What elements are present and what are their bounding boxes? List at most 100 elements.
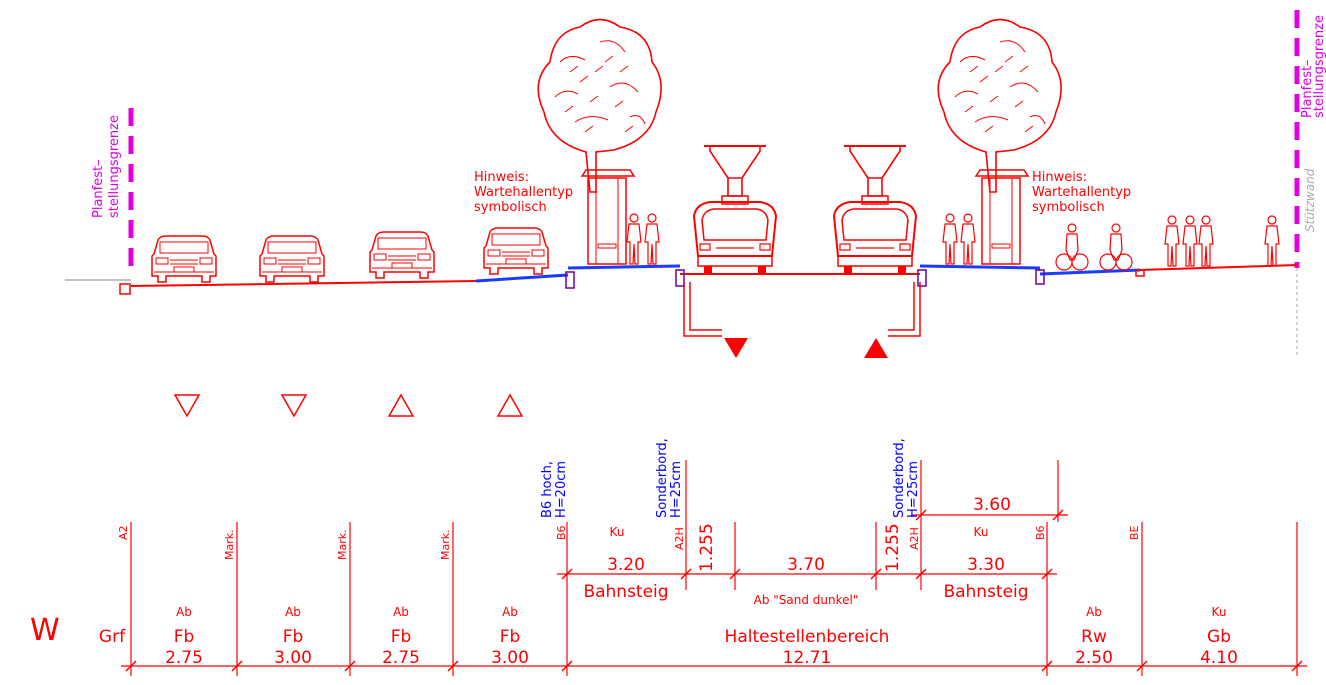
lane-direction-1 (173, 394, 201, 418)
segment-1-width: 2.75 (165, 648, 203, 668)
person-3 (942, 213, 958, 265)
person-7 (1198, 215, 1214, 267)
planfest-label-left-1: Planfest– (91, 159, 106, 218)
hinweis-left-3: symbolisch (474, 200, 547, 215)
b6-hoch-label-1: B6 hoch, (540, 461, 555, 518)
sonderbord-right-2: H=25cm (906, 461, 921, 518)
bahnsteig-left-material: Ku (610, 525, 625, 539)
cyclist-1 (1055, 223, 1089, 271)
segment-2-width: 3.00 (274, 648, 312, 668)
tram-left (693, 145, 777, 275)
hinweis-left-2: Wartehallentyp (474, 185, 573, 200)
dimension-360: 3.60 (973, 495, 1011, 515)
dimension-boundaries (130, 460, 1298, 676)
segment-3-width: 2.75 (382, 648, 420, 668)
marker-be: BE (1128, 525, 1141, 540)
marker-mark-1: Mark. (223, 529, 236, 560)
tram-right (833, 145, 917, 275)
segment-6-width: 2.50 (1075, 648, 1113, 668)
hinweis-right-1: Hinweis: (1032, 170, 1087, 185)
curb-left-width: 1.255 (697, 523, 717, 572)
hinweis-left-1: Hinweis: (474, 170, 529, 185)
stuetzwand-label: Stützwand (1303, 168, 1317, 232)
sonderbord-left-2: H=25cm (669, 461, 684, 518)
bahnsteig-left-width: 3.20 (607, 555, 645, 575)
marker-a2: A2 (117, 525, 130, 540)
marker-mark-2: Mark. (336, 529, 349, 560)
segment-7-width: 4.10 (1200, 648, 1238, 668)
curb-right-width: 1.255 (883, 523, 903, 572)
planfest-label-left-2: stellungsgrenze (107, 115, 122, 218)
segment-1-material: Ab (176, 605, 192, 619)
lane-direction-2 (280, 394, 308, 418)
segment-5-width: 12.71 (783, 648, 832, 668)
segment-4-code: Fb (500, 627, 521, 647)
duct-right (888, 282, 921, 337)
bike-surface-right (1039, 268, 1141, 276)
segment-5-code: Haltestellenbereich (725, 627, 890, 647)
platform-left-surface (567, 264, 681, 270)
sand-dunkel-label: Ab "Sand dunkel" (754, 593, 859, 607)
cyclist-2 (1099, 223, 1133, 271)
middle-width: 3.70 (787, 555, 825, 575)
curb-be (1135, 269, 1145, 277)
person-8 (1264, 215, 1280, 267)
marker-a2h-left: A2H (673, 527, 686, 550)
person-2 (644, 213, 660, 265)
car-4 (483, 227, 549, 275)
segment-3-code: Fb (391, 627, 412, 647)
marker-a2h-right: A2H (908, 527, 921, 550)
curb-b6-right (1035, 269, 1045, 285)
direction-triangle-up (864, 338, 888, 358)
direction-label: W (30, 613, 60, 648)
dimension-ticks (125, 509, 1303, 672)
person-4 (960, 213, 976, 265)
hinweis-right-2: Wartehallentyp (1032, 185, 1131, 200)
person-6 (1182, 215, 1198, 267)
segment-6-material: Ab (1086, 605, 1102, 619)
person-5 (1164, 215, 1180, 267)
person-1 (626, 213, 642, 265)
lane-direction-3 (387, 393, 415, 417)
segment-2-material: Ab (285, 605, 301, 619)
marker-b6-right: B6 (1034, 525, 1047, 540)
duct-left (683, 282, 722, 337)
segment-7-code: Gb (1207, 627, 1231, 647)
curb-a2h-right (917, 269, 927, 287)
segment-3-material: Ab (393, 605, 409, 619)
segment-grf-code: Grf (99, 627, 126, 647)
segment-7-material: Ku (1212, 605, 1227, 619)
planfest-label-right-2: stellungsgrenze (1312, 15, 1326, 118)
dimension-lines (121, 514, 1307, 667)
segment-4-width: 3.00 (491, 648, 529, 668)
segment-2-code: Fb (283, 627, 304, 647)
bahnsteig-right-width: 3.30 (967, 555, 1005, 575)
segment-6-code: Rw (1081, 627, 1107, 647)
hinweis-right-3: symbolisch (1032, 200, 1105, 215)
b6-hoch-label-2: H=20cm (554, 461, 569, 518)
platform-right-surface (919, 264, 1041, 270)
planfest-label-right-1: Planfest– (1300, 59, 1315, 118)
curb-a2 (119, 283, 131, 295)
bahnsteig-right-material: Ku (974, 525, 989, 539)
marker-b6-left: B6 (555, 525, 568, 540)
car-2 (259, 235, 325, 283)
car-3 (369, 231, 435, 279)
road-surface (130, 280, 477, 287)
bahnsteig-left-name: Bahnsteig (583, 582, 668, 602)
tree-left (537, 18, 662, 193)
direction-triangle-down (724, 338, 748, 358)
lane-direction-4 (496, 393, 524, 417)
curb-b6-left (565, 271, 575, 289)
segment-4-material: Ab (502, 605, 518, 619)
curb-a2h-left (675, 269, 685, 287)
sonderbord-left-1: Sonderbord, (655, 438, 670, 518)
marker-mark-3: Mark. (439, 529, 452, 560)
shelter-right (975, 169, 1029, 265)
tree-right (937, 18, 1062, 193)
car-1 (151, 235, 217, 283)
bike-surface-left (475, 273, 569, 283)
sonderbord-right-1: Sonderbord, (892, 438, 907, 518)
bahnsteig-right-name: Bahnsteig (943, 582, 1028, 602)
